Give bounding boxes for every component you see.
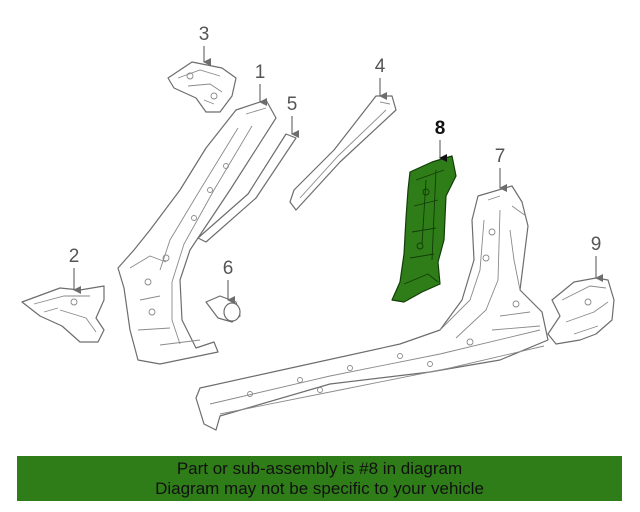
- part-6-plug[interactable]: [205, 295, 241, 323]
- callout-7[interactable]: 7: [495, 146, 506, 167]
- callout-5[interactable]: 5: [287, 94, 298, 115]
- callout-6[interactable]: 6: [223, 258, 234, 279]
- part-1-a-pillar[interactable]: [117, 99, 277, 365]
- part-8-pillar-reinforcement[interactable]: [391, 155, 457, 303]
- part-9-bracket[interactable]: [547, 277, 615, 345]
- callout-3[interactable]: 3: [199, 24, 210, 45]
- callout-8[interactable]: 8: [435, 118, 446, 139]
- part-3-bracket[interactable]: [167, 61, 237, 113]
- callout-1[interactable]: 1: [255, 62, 266, 83]
- banner-line-2: Diagram may not be specific to your vehi…: [155, 479, 484, 498]
- parts-diagram: 3 1 4 5 8 7 2 6 9: [21, 24, 615, 431]
- info-banner: Part or sub-assembly is #8 in diagram Di…: [17, 456, 622, 501]
- callout-9[interactable]: 9: [591, 234, 602, 255]
- callout-4[interactable]: 4: [375, 56, 386, 77]
- callout-2[interactable]: 2: [69, 246, 80, 267]
- part-7-b-pillar-rocker[interactable]: [195, 185, 549, 431]
- part-5-seal-strip[interactable]: [197, 133, 297, 243]
- banner-line-1: Part or sub-assembly is #8 in diagram: [176, 459, 463, 478]
- part-2-bracket[interactable]: [21, 285, 105, 343]
- part-4-roof-rail[interactable]: [289, 95, 397, 211]
